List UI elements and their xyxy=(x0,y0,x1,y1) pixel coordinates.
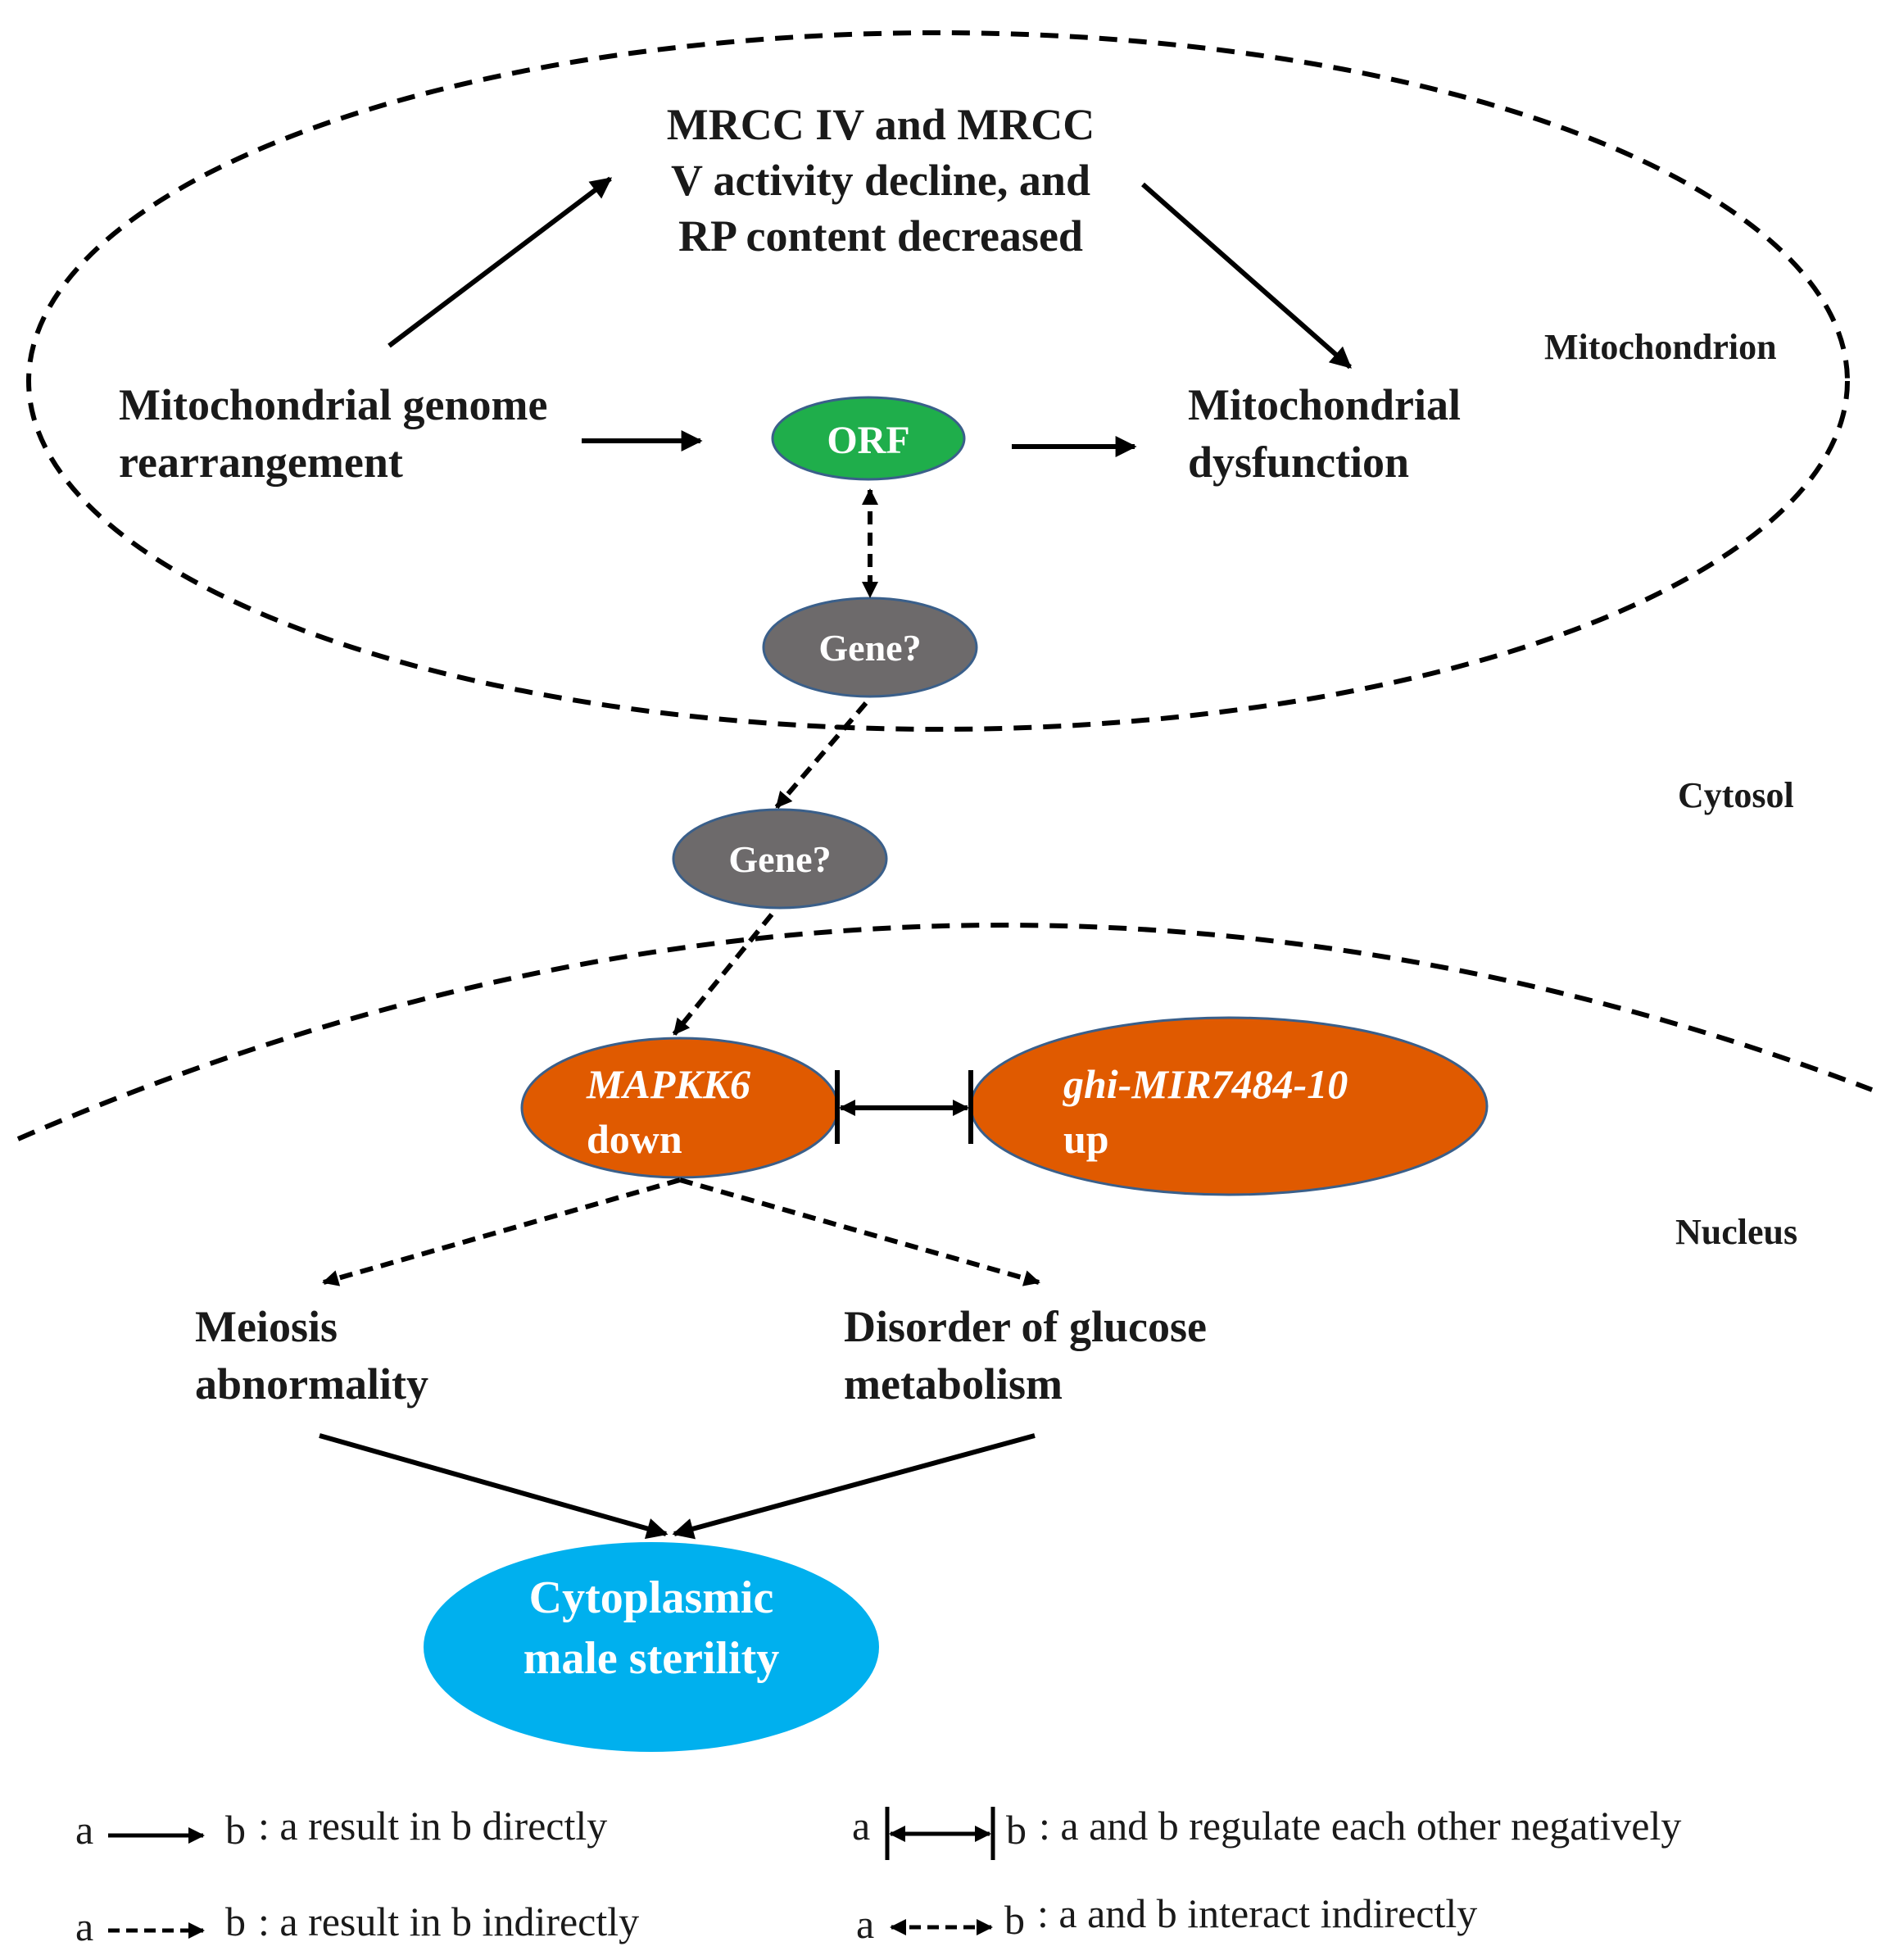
legend-direct-b: b xyxy=(225,1807,246,1853)
arrow-glucose-to-cms xyxy=(672,1433,1036,1540)
gene-cytosol-ellipse xyxy=(672,808,888,910)
legend-direct-a: a xyxy=(75,1807,93,1853)
mir7484-name: ghi-MIR7484-10 xyxy=(1063,1061,1348,1107)
legend-indirect-b: b xyxy=(225,1899,246,1944)
arrow-mrcc-to-dysfunction xyxy=(1141,182,1352,370)
legend-interact-desc: : a and b interact indirectly xyxy=(1037,1890,1477,1936)
dashed-arrow-mapkk6-to-glucose xyxy=(679,1177,1040,1286)
mutual-negative-regulation xyxy=(835,1070,973,1144)
nuclear-membrane xyxy=(16,923,1874,1141)
legend-negative-b: b xyxy=(1006,1807,1027,1853)
mapkk6-state: down xyxy=(587,1116,682,1162)
orf-label: ORF xyxy=(827,419,909,462)
mitochondrion-label: Mitochondrion xyxy=(1544,327,1777,367)
cytosol-label: Cytosol xyxy=(1678,775,1794,815)
legend: a b : a result in b directly a b : a res… xyxy=(75,1803,1681,1949)
genome-rearrangement-line-2: rearrangement xyxy=(119,438,403,487)
meiosis-line-1: Meiosis xyxy=(195,1302,338,1351)
orf-node: ORF xyxy=(771,396,966,481)
arrow-genome-to-mrcc xyxy=(388,176,613,348)
mrcc-line-3: RP content decreased xyxy=(678,211,1083,261)
arrow-meiosis-to-cms xyxy=(319,1433,669,1540)
mir7484-state: up xyxy=(1063,1116,1109,1162)
cms-ellipse xyxy=(424,1542,879,1752)
mapkk6-node: MAPKK6 down xyxy=(520,1037,840,1179)
cms-line-1: Cytoplasmic xyxy=(529,1572,774,1623)
cms-node: Cytoplasmic male sterility xyxy=(424,1542,879,1752)
legend-interact-b: b xyxy=(1004,1897,1025,1943)
glucose-line-2: metabolism xyxy=(844,1359,1063,1409)
gene-mitochondrion-node: Gene? xyxy=(762,597,978,698)
legend-direct-desc: : a result in b directly xyxy=(258,1803,607,1849)
legend-indirect: a b : a result in b indirectly xyxy=(75,1899,639,1949)
glucose-line-1: Disorder of glucose xyxy=(844,1302,1207,1351)
mitochondrial-dysfunction-line-1: Mitochondrial xyxy=(1188,380,1461,429)
meiosis-line-2: abnormality xyxy=(195,1359,428,1409)
gene-cytosol-node: Gene? xyxy=(672,808,888,910)
dashed-arrow-mapkk6-to-meiosis xyxy=(322,1177,681,1286)
orf-ellipse xyxy=(771,396,966,481)
gene-mitochondrion-label: Gene? xyxy=(818,627,921,669)
mapkk6-name: MAPKK6 xyxy=(586,1061,750,1107)
mrcc-line-1: MRCC IV and MRCC xyxy=(667,100,1095,149)
legend-interact: a b : a and b interact indirectly xyxy=(856,1890,1477,1947)
legend-indirect-desc: : a result in b indirectly xyxy=(258,1899,639,1944)
genome-rearrangement-line-1: Mitochondrial genome xyxy=(119,380,547,429)
cms-line-2: male sterility xyxy=(523,1633,780,1684)
mir7484-node: ghi-MIR7484-10 up xyxy=(969,1016,1489,1196)
gene-mitochondrion-ellipse xyxy=(762,597,978,698)
dashed-arrow-gene-to-gene xyxy=(774,701,868,809)
legend-negative-a: a xyxy=(852,1803,870,1849)
mrcc-line-2: V activity decline, and xyxy=(671,156,1090,205)
mitochondrial-dysfunction-line-2: dysfunction xyxy=(1188,438,1409,487)
gene-cytosol-label: Gene? xyxy=(728,838,831,880)
legend-negative: a b : a and b regulate each other negati… xyxy=(852,1803,1681,1860)
legend-negative-desc: : a and b regulate each other negatively xyxy=(1039,1803,1681,1849)
mitochondrion-membrane xyxy=(26,30,1850,732)
legend-direct: a b : a result in b directly xyxy=(75,1803,607,1853)
legend-interact-a: a xyxy=(856,1901,874,1947)
nucleus-label: Nucleus xyxy=(1675,1212,1797,1252)
dashed-arrow-gene-to-mapkk6 xyxy=(672,913,774,1036)
legend-indirect-a: a xyxy=(75,1903,93,1949)
